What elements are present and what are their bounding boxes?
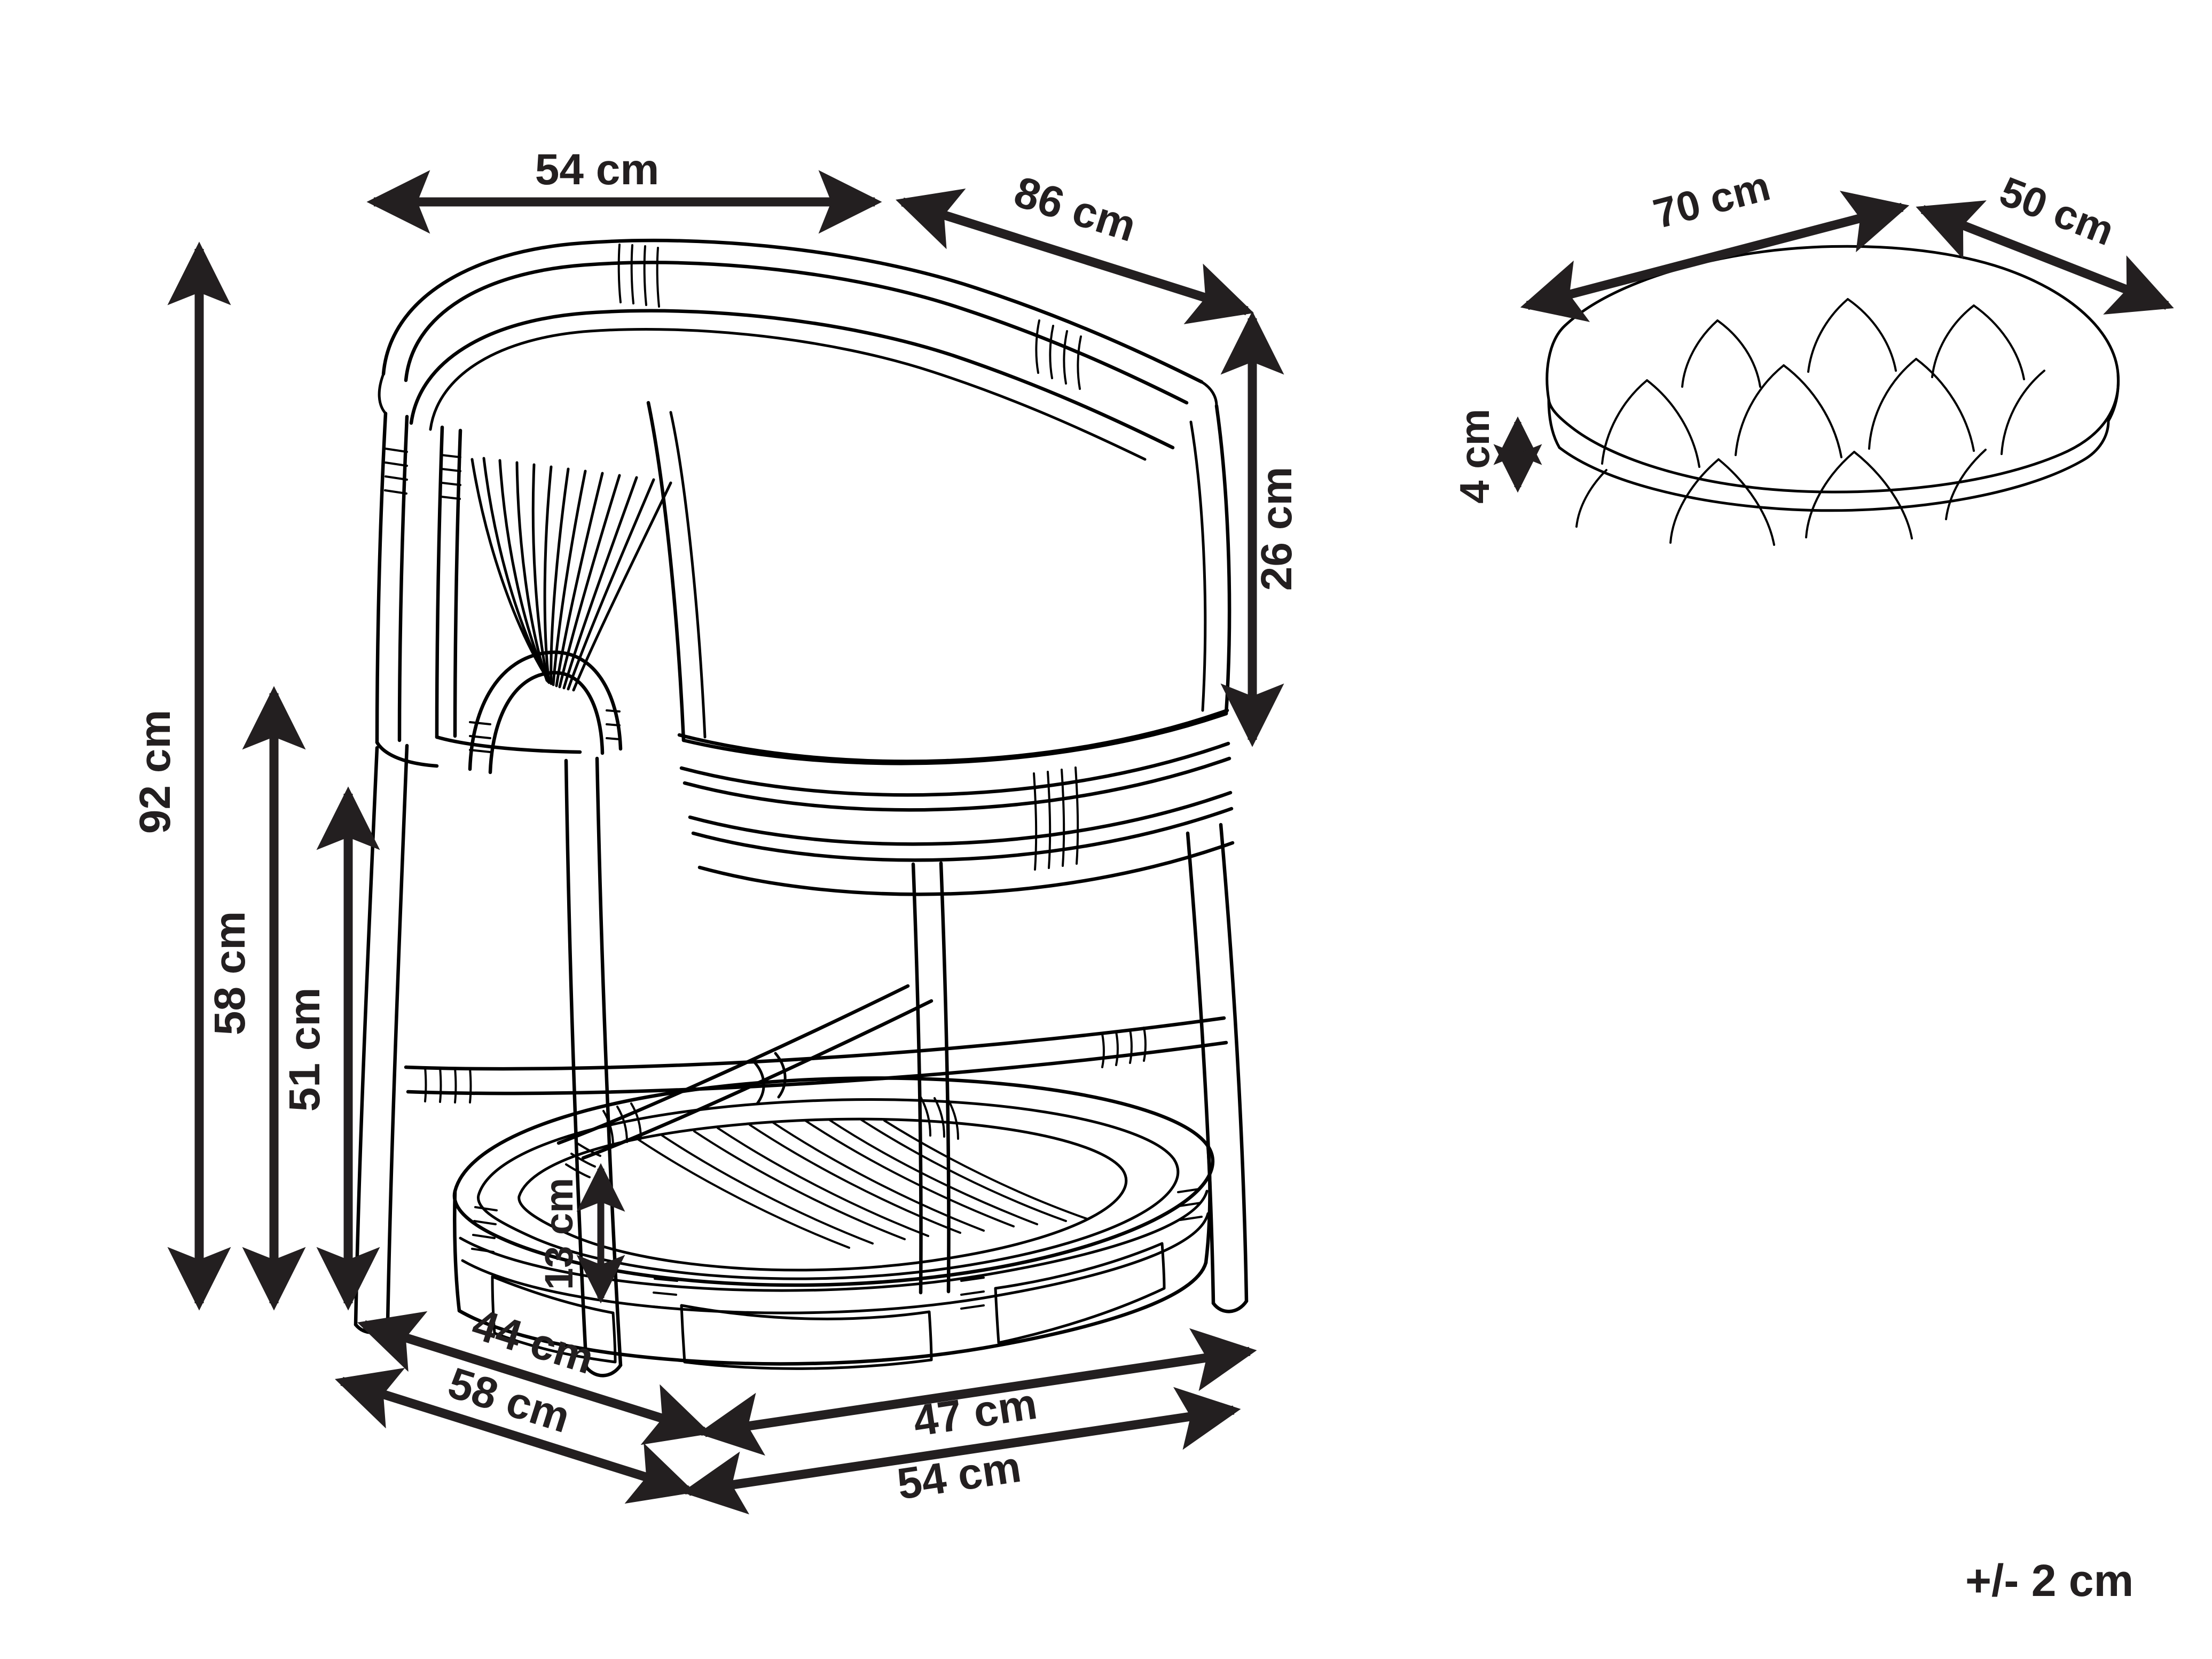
dimension-label-chair-base-width-outer: 54 cm	[894, 1443, 1024, 1509]
dimension-label-chair-backrest-height: 26 cm	[1252, 467, 1301, 591]
dimension-chair-shelf-height: 13 cm	[537, 1163, 625, 1304]
dimension-chair-backrest-height: 26 cm	[1220, 311, 1301, 747]
backrest-arch-ornament	[468, 650, 623, 774]
seat-left-joint	[375, 735, 582, 768]
dimension-cushion-thickness: 4 cm	[1451, 409, 1542, 504]
post-binding-wrap-left	[384, 448, 461, 500]
chair-cross-stretcher	[404, 984, 1228, 1160]
dimension-label-chair-width-top: 54 cm	[535, 145, 660, 194]
seat-apron-rings	[677, 708, 1235, 896]
seat-cushion-illustration	[1546, 245, 2120, 546]
dimension-label-chair-arm-height: 58 cm	[206, 911, 254, 1036]
dimension-cushion-width: 70 cm	[1520, 162, 1910, 322]
tolerance-note: +/- 2 cm	[1965, 1555, 2133, 1606]
dimension-label-chair-shelf-height: 13 cm	[537, 1178, 581, 1290]
apron-binding-wrap	[1033, 766, 1079, 871]
dimension-label-cushion-thickness: 4 cm	[1451, 409, 1498, 504]
dimension-label-cushion-width: 70 cm	[1649, 162, 1775, 237]
rattan-armchair-illustration	[354, 238, 1249, 1378]
chair-top-rail-inner	[409, 309, 1175, 461]
dimension-chair-base-depth-outer: 58 cm	[335, 1358, 695, 1504]
dimension-chair-total-height: 92 cm	[131, 241, 231, 1311]
dimension-label-chair-seat-height: 51 cm	[280, 988, 329, 1112]
dimension-label-chair-total-height: 92 cm	[131, 710, 179, 834]
backrest-fan-spokes	[470, 457, 672, 692]
dimension-label-chair-base-width-inner: 47 cm	[910, 1380, 1040, 1446]
dimension-chair-width-top: 54 cm	[366, 145, 882, 234]
dimension-chair-depth-diagonal: 86 cm	[896, 167, 1254, 324]
dimension-chair-arm-height: 58 cm	[206, 686, 306, 1311]
chair-back-left-posts	[375, 411, 462, 745]
dimension-chair-seat-height: 51 cm	[280, 786, 380, 1311]
rail-binding-wrap	[617, 244, 1082, 390]
